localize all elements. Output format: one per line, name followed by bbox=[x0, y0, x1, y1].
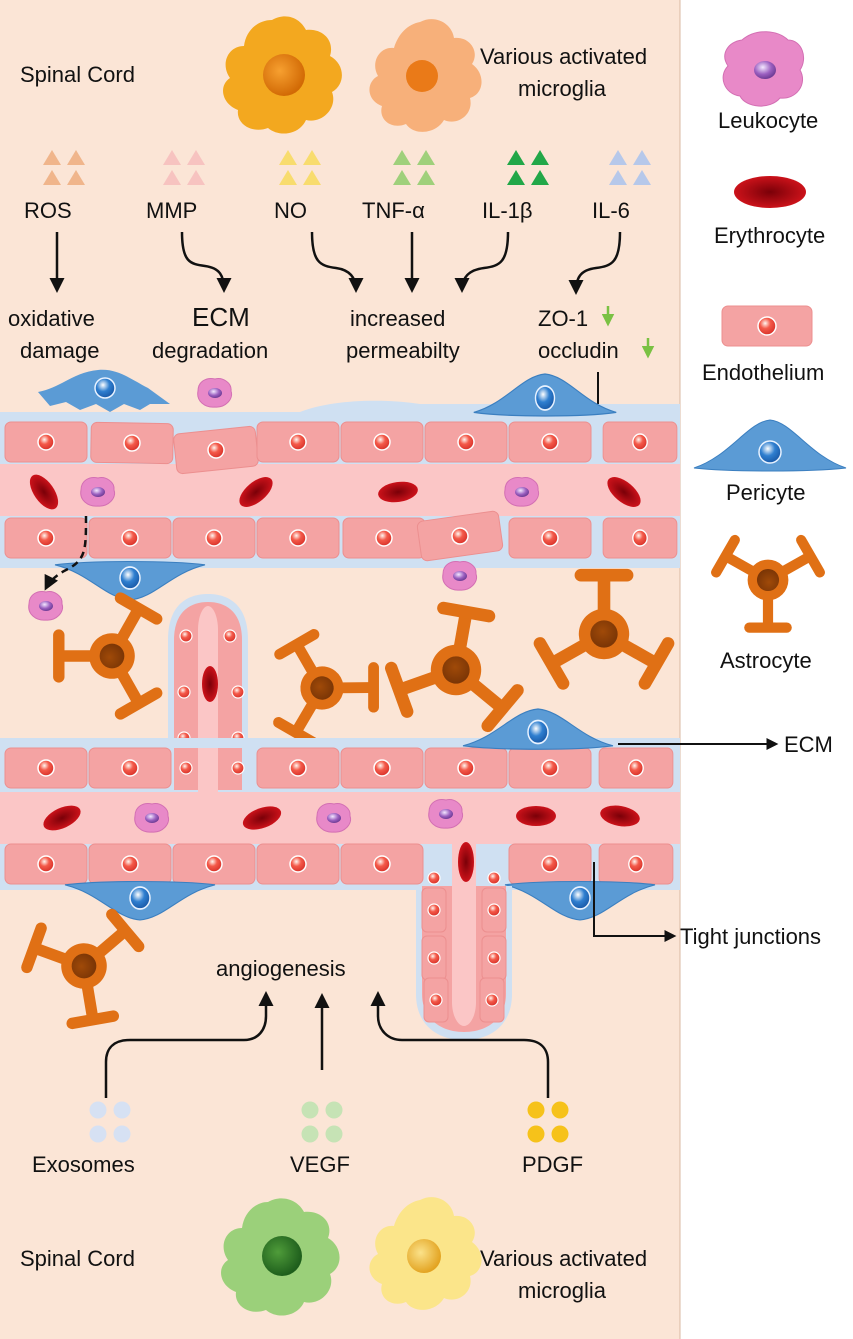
effect-increased: increased bbox=[350, 306, 445, 331]
angiogenesis-arrows bbox=[104, 991, 550, 1098]
top-microglia-label-line2: microglia bbox=[518, 76, 607, 101]
factor-vegf-label: VEGF bbox=[290, 1152, 350, 1177]
decrease-arrows bbox=[601, 306, 655, 359]
top-microglia-1 bbox=[223, 16, 342, 134]
bottom-spinal-cord-label: Spinal Cord bbox=[20, 1246, 135, 1271]
bottom-microglia-green bbox=[221, 1198, 340, 1316]
factor-il6-triangles bbox=[609, 150, 651, 185]
tight-junctions-label: Tight junctions bbox=[680, 924, 821, 949]
legend: Leukocyte Erythrocyte Endothelium Pericy… bbox=[693, 31, 847, 673]
top-microglia-2 bbox=[369, 19, 482, 132]
effect-permeability: permeabilty bbox=[346, 338, 460, 363]
effect-oxidative-line2: damage bbox=[20, 338, 100, 363]
factor-il1b-label: IL-1β bbox=[482, 198, 533, 223]
factor-ros-triangles bbox=[43, 150, 85, 185]
factor-pdgf-label: PDGF bbox=[522, 1152, 583, 1177]
legend-erythrocyte-icon bbox=[734, 176, 806, 208]
bottom-microglia-label-line1: Various activated bbox=[480, 1246, 647, 1271]
lower-sprout bbox=[416, 842, 512, 1040]
legend-erythrocyte-label: Erythrocyte bbox=[714, 223, 825, 248]
legend-pericyte-label: Pericyte bbox=[726, 480, 805, 505]
bottom-microglia-yellow bbox=[369, 1197, 482, 1310]
factor-arrows bbox=[49, 231, 622, 295]
legend-astrocyte-label: Astrocyte bbox=[720, 648, 812, 673]
legend-endothelium-label: Endothelium bbox=[702, 360, 824, 385]
bottom-microglia-label-line2: microglia bbox=[518, 1278, 607, 1303]
legend-endothelium-icon bbox=[721, 305, 813, 347]
factor-tnf-triangles bbox=[393, 150, 435, 185]
legend-leukocyte-icon bbox=[722, 31, 804, 107]
factor-no-triangles bbox=[279, 150, 321, 185]
upper-sprout bbox=[168, 594, 248, 745]
upper-vessel bbox=[0, 369, 680, 621]
top-spinal-cord-label: Spinal Cord bbox=[20, 62, 135, 87]
angiogenesis-label: angiogenesis bbox=[216, 956, 346, 981]
ecm-label: ECM bbox=[784, 732, 833, 757]
top-microglia-label-line1: Various activated bbox=[480, 44, 647, 69]
factor-mmp-label: MMP bbox=[146, 198, 197, 223]
lower-vessel bbox=[0, 708, 680, 921]
effect-degradation: degradation bbox=[152, 338, 268, 363]
factor-pdgf-dots bbox=[527, 1101, 569, 1143]
factor-il6-label: IL-6 bbox=[592, 198, 630, 223]
effect-ecm: ECM bbox=[192, 302, 250, 332]
factor-ros-label: ROS bbox=[24, 198, 72, 223]
bottom-factor-dots bbox=[89, 1101, 569, 1143]
factor-vegf-dots bbox=[301, 1101, 343, 1143]
effect-occludin: occludin bbox=[538, 338, 619, 363]
legend-pericyte-icon bbox=[693, 419, 847, 472]
legend-astrocyte-icon bbox=[709, 533, 827, 633]
effect-zo1: ZO-1 bbox=[538, 306, 588, 331]
factor-tnf-label: TNF-α bbox=[362, 198, 425, 223]
factor-no-label: NO bbox=[274, 198, 307, 223]
legend-leukocyte-label: Leukocyte bbox=[718, 108, 818, 133]
factor-exosomes-dots bbox=[89, 1101, 131, 1143]
factor-mmp-triangles bbox=[163, 150, 205, 185]
leukocyte-extravasation-arrow bbox=[44, 515, 88, 591]
factor-triangles bbox=[43, 150, 651, 185]
tight-junctions-pointer bbox=[593, 862, 677, 942]
factor-exosomes-label: Exosomes bbox=[32, 1152, 135, 1177]
effect-oxidative-line1: oxidative bbox=[8, 306, 95, 331]
factor-il1b-triangles bbox=[507, 150, 549, 185]
